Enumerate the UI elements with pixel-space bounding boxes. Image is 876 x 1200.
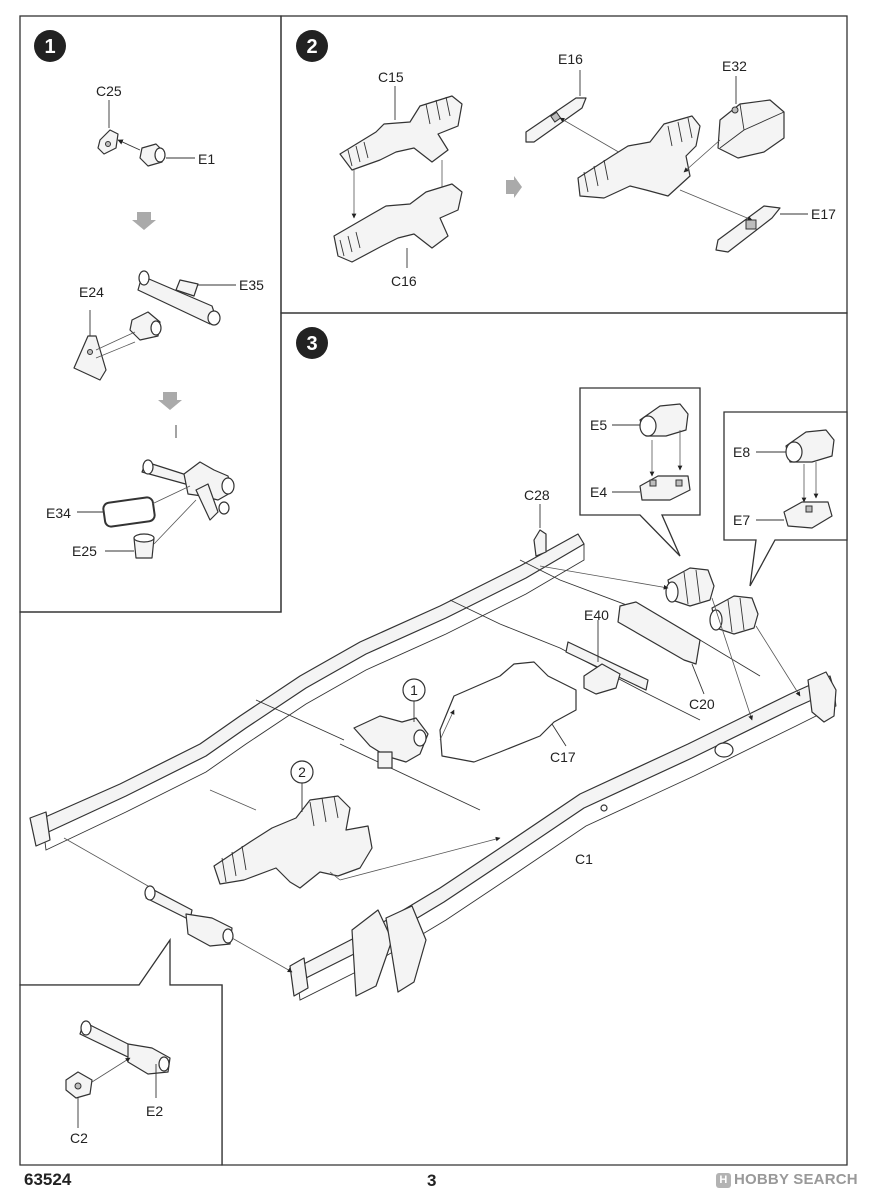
step1-drawings <box>73 100 236 559</box>
label-e4: E4 <box>590 484 607 500</box>
label-e24: E24 <box>79 284 104 300</box>
page-number: 3 <box>427 1171 437 1190</box>
part-c25-drawing <box>97 129 119 155</box>
label-e17: E17 <box>811 206 836 222</box>
step2-number: 2 <box>306 36 317 58</box>
part-e32-drawing <box>717 99 785 159</box>
product-code: 63524 <box>24 1170 72 1189</box>
label-c2: C2 <box>70 1130 88 1146</box>
step3-number: 3 <box>306 333 317 355</box>
label-e34: E34 <box>46 505 71 521</box>
step3-badge: 3 <box>296 327 328 359</box>
flow-arrow-icon <box>158 392 182 410</box>
sub-assembly-2-drawing <box>213 795 373 889</box>
watermark-text: HOBBY SEARCH <box>734 1171 858 1188</box>
part-c17-drawing <box>439 661 577 763</box>
part-e17-drawing <box>715 205 781 253</box>
label-e35: E35 <box>239 277 264 293</box>
subref-1-callout: 1 <box>402 678 426 722</box>
step2-badge: 2 <box>296 30 328 62</box>
part-e40-drawing <box>565 641 649 695</box>
step1-assembly-drawing <box>141 459 235 521</box>
part-e24-drawing <box>73 310 107 381</box>
part-e1-drawing <box>139 143 166 167</box>
part-e7-drawing <box>783 501 833 529</box>
label-e25: E25 <box>72 543 97 559</box>
step1-badge: 1 <box>34 30 66 62</box>
part-e16-drawing <box>525 97 587 143</box>
label-e5: E5 <box>590 417 607 433</box>
part-e25-drawing <box>133 533 155 559</box>
step1-number: 1 <box>44 36 55 58</box>
label-c20: C20 <box>689 696 715 712</box>
label-c17: C17 <box>550 749 576 765</box>
label-c15: C15 <box>378 69 404 85</box>
label-e16: E16 <box>558 51 583 67</box>
flow-arrow-icon <box>506 176 522 198</box>
label-e7: E7 <box>733 512 750 528</box>
part-e1-assembled-drawing <box>129 311 162 341</box>
flow-arrow-icon <box>132 212 156 230</box>
panel-frames <box>19 15 848 1166</box>
subref-2-callout: 2 <box>290 760 314 812</box>
part-c28-drawing <box>533 529 547 557</box>
label-e32: E32 <box>722 58 747 74</box>
part-c16-drawing <box>333 183 463 263</box>
part-c15-drawing <box>339 95 463 171</box>
label-e8: E8 <box>733 444 750 460</box>
subref-2-number: 2 <box>298 764 306 780</box>
sub-assembly-1-drawing <box>353 715 429 769</box>
label-e1: E1 <box>198 151 215 167</box>
label-e40: E40 <box>584 607 609 623</box>
step2-drawings <box>333 70 808 268</box>
part-e5-drawing <box>639 403 689 437</box>
tank-right-drawing <box>709 595 759 635</box>
part-c20-drawing <box>617 601 701 665</box>
subref-1-number: 1 <box>410 682 418 698</box>
label-e2: E2 <box>146 1103 163 1119</box>
watermark-logo-icon: H <box>716 1173 731 1188</box>
part-e4-drawing <box>639 475 691 501</box>
part-e8-drawing <box>785 429 835 463</box>
step2-assembly-drawing <box>577 115 701 199</box>
label-c1: C1 <box>575 851 593 867</box>
step3-drawings: 1 2 <box>29 403 837 1128</box>
part-c2-drawing <box>65 1071 93 1099</box>
part-e35-drawing <box>137 270 221 326</box>
tank-left-drawing <box>665 567 715 607</box>
part-e34-drawing <box>102 496 156 528</box>
label-c25: C25 <box>96 83 122 99</box>
part-c1-frame-drawing <box>29 533 837 1001</box>
part-e2-drawing <box>79 1020 171 1075</box>
rear-shaft-drawing <box>144 885 234 947</box>
label-c28: C28 <box>524 487 550 503</box>
label-c16: C16 <box>391 273 417 289</box>
